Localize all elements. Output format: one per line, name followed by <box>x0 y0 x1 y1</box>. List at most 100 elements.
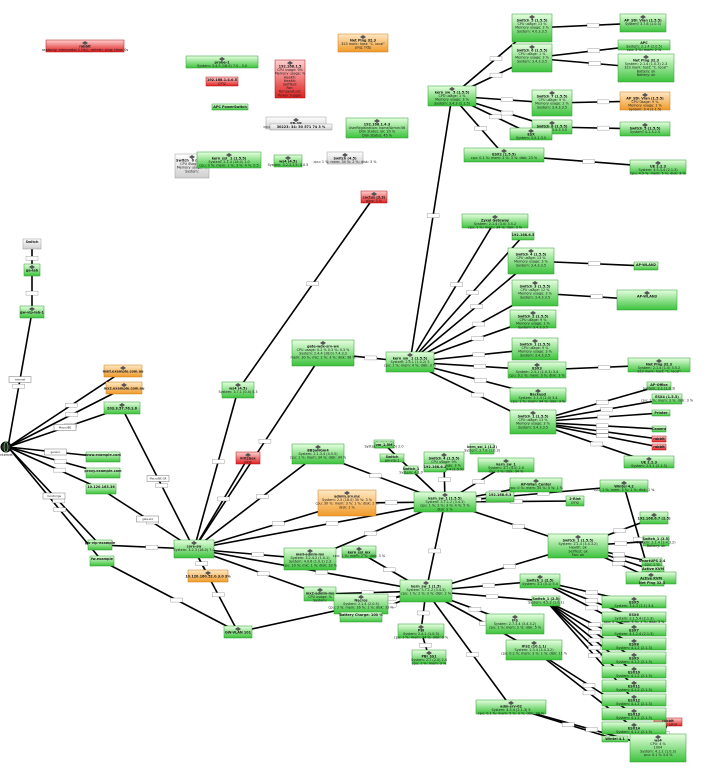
host-node-m5[interactable]: Switch_3 (1.5.5)CPU usage: 12 %Memory us… <box>511 279 559 307</box>
host-node-mr8[interactable]: rabbit <box>651 443 667 451</box>
host-node-mr5[interactable]: Printer <box>651 409 671 417</box>
host-node-mr7[interactable]: rabbit <box>651 435 667 443</box>
host-node-kern_main[interactable]: kern_sw_1 (1.5.5)System: 3.7.1.2 (3.4.3)… <box>413 491 477 513</box>
host-node-extra2[interactable]: kern_ssl_1 (1.2)System: 3.7.8 (1.0.3) <box>464 443 501 455</box>
host-node-br6[interactable]: 192.168.6.7 (2.5) <box>637 511 671 525</box>
host-node-s_1[interactable]: Switch_5 (1.5.5)CPU usage: 13 %Memory us… <box>511 13 553 43</box>
host-node-m10[interactable]: Switch_1 (1.5.5)CPU usage: 13 %Memory us… <box>509 409 557 435</box>
host-node-grey_bar[interactable]: 30223: 34: 50 571 74 3 % <box>269 123 333 131</box>
host-node-switch_grey[interactable]: Switch_ 6 (1.5.5)CPU usage: %Memory usag… <box>174 153 210 179</box>
host-node-small_green[interactable]: APC PowerSwitch <box>211 103 249 111</box>
host-node-if2[interactable]: IFS2 (10.1.1)System: 2.3.4 (3.4.3.2)cpu:… <box>501 639 568 661</box>
host-node-battery[interactable]: Battery Charge: 100 % <box>339 611 383 623</box>
host-node-m6[interactable]: Switch_2 (1.5.5)CPU usage: 9 %Memory usa… <box>509 309 557 329</box>
host-node-lg3[interactable]: 203.3.57.76.1.6 <box>103 401 141 415</box>
host-node-br11[interactable]: Net Ping 32.3 <box>639 579 666 587</box>
host-node-l_green1[interactable]: ga-lab <box>23 263 41 277</box>
host-node-br5[interactable]: Switch_1 (2.5)System: 4.5.3 (1.0.1) <box>528 595 565 607</box>
host-node-l_switch[interactable]: Switch <box>22 238 42 250</box>
host-node-yellow[interactable]: 10.120.160.52.0.3.0 3% <box>185 569 231 583</box>
host-node-red_mid[interactable]: cactus (3.3)ping: 3 % <box>360 190 388 204</box>
host-node-lg4[interactable]: www.example.com <box>85 451 121 463</box>
host-node-hub[interactable]: Internet <box>0 441 13 457</box>
host-node-gw_bot[interactable]: GW-VLAN 101 <box>223 625 253 639</box>
host-node-r_1[interactable]: AP_Sth_Vlan (1.5.5)System: 3.7.8 (1.0.3) <box>619 13 667 33</box>
host-node-bl11[interactable]: Wintel 4.1 <box>601 735 629 743</box>
host-node-pacs[interactable]: 192.168.6.2 <box>424 463 447 473</box>
host-node-s3_top[interactable]: kern_sw_ 5 (1.5.5)CPU usage: 1 %Memory u… <box>427 85 477 107</box>
host-node-mr4[interactable]: ESX4 (1.5.5)cpu: 1 %: mem: 3 %: disk: 3 … <box>641 393 694 405</box>
host-node-wss[interactable]: ws4 (4.5)System: 3.2.3.1.5: 4.0.5 <box>268 154 309 168</box>
host-node-hub2[interactable]: kern_sw_ 1 (1.5.5)System: 2.5.1 (1.0.2) … <box>384 351 437 373</box>
host-node-br7[interactable]: Switch_1 (2.5)System: 2.1.4 (3.4.3.2)Bat… <box>636 535 676 548</box>
host-node-m3[interactable]: Switch_4 (1.5.5)CPU usage: 13 %Memory us… <box>507 247 555 275</box>
host-node-mr1[interactable]: AP-WLAN3 <box>616 289 678 311</box>
host-node-ora2[interactable]: mx2.example.com.au <box>104 381 145 395</box>
host-node-lg7[interactable]: gw-vip-example <box>85 539 116 551</box>
host-node-lg8[interactable]: fw.example <box>89 555 115 567</box>
host-node-bot_sw[interactable]: kern_sw_1 (1.5)System: 3.7.1.2 (3.4.3)cp… <box>399 579 453 603</box>
host-node-s_3[interactable]: Switch_7 (1.5.5)CPU usage: 9 %Memory usa… <box>531 89 573 117</box>
host-node-l_green2[interactable]: gw-vip-lab-1 <box>19 305 45 319</box>
host-node-m7[interactable]: Switch_1 (1.5.5)CPU usage: 9 %Memory usa… <box>511 337 559 361</box>
host-node-s_2[interactable]: Switch_6 (1.5.5)CPU usage: 1 %Memory usa… <box>511 43 553 73</box>
host-node-br3[interactable]: Switch_1 (1.5.5)System: 2.1.4 (3.4.3.2)H… <box>547 533 609 559</box>
host-node-lg6[interactable]: 10.120.163.36 <box>85 483 117 495</box>
host-node-sw45[interactable]: Switch (4.5)cpu: 1 %: mem: 34 %: 2 %: di… <box>314 151 378 165</box>
host-node-ls_ssl[interactable]: kern_ssl_ 1 (1.5.5)System: 2.1.4 (18.0) … <box>196 151 262 169</box>
host-node-small_center[interactable]: vm_1,5M <box>374 441 394 449</box>
host-node-ora1[interactable]: mail.example.com.au <box>103 364 144 378</box>
host-node-wsl[interactable]: ws4 (4.5)System: 3.7.1 (0.4) 5.3 <box>218 381 258 399</box>
host-node-r_5[interactable]: Switch_5 (1.5.5)System: 4.1.3.2.5 <box>619 121 671 137</box>
host-node-r_4[interactable]: AP_Sth_Vlan (1.5.5)CPU usage: 9 %Memory … <box>619 91 671 111</box>
host-node-sw_green_mid[interactable]: 192.168.6.3 <box>485 491 515 503</box>
host-node-br4[interactable]: Switch_1 (2.5)System: 3.1 (0.1) 5.4 <box>519 573 561 589</box>
host-node-m2[interactable]: 192.168.6.5 <box>512 231 535 241</box>
host-node-mr6[interactable]: Camera <box>652 425 667 433</box>
